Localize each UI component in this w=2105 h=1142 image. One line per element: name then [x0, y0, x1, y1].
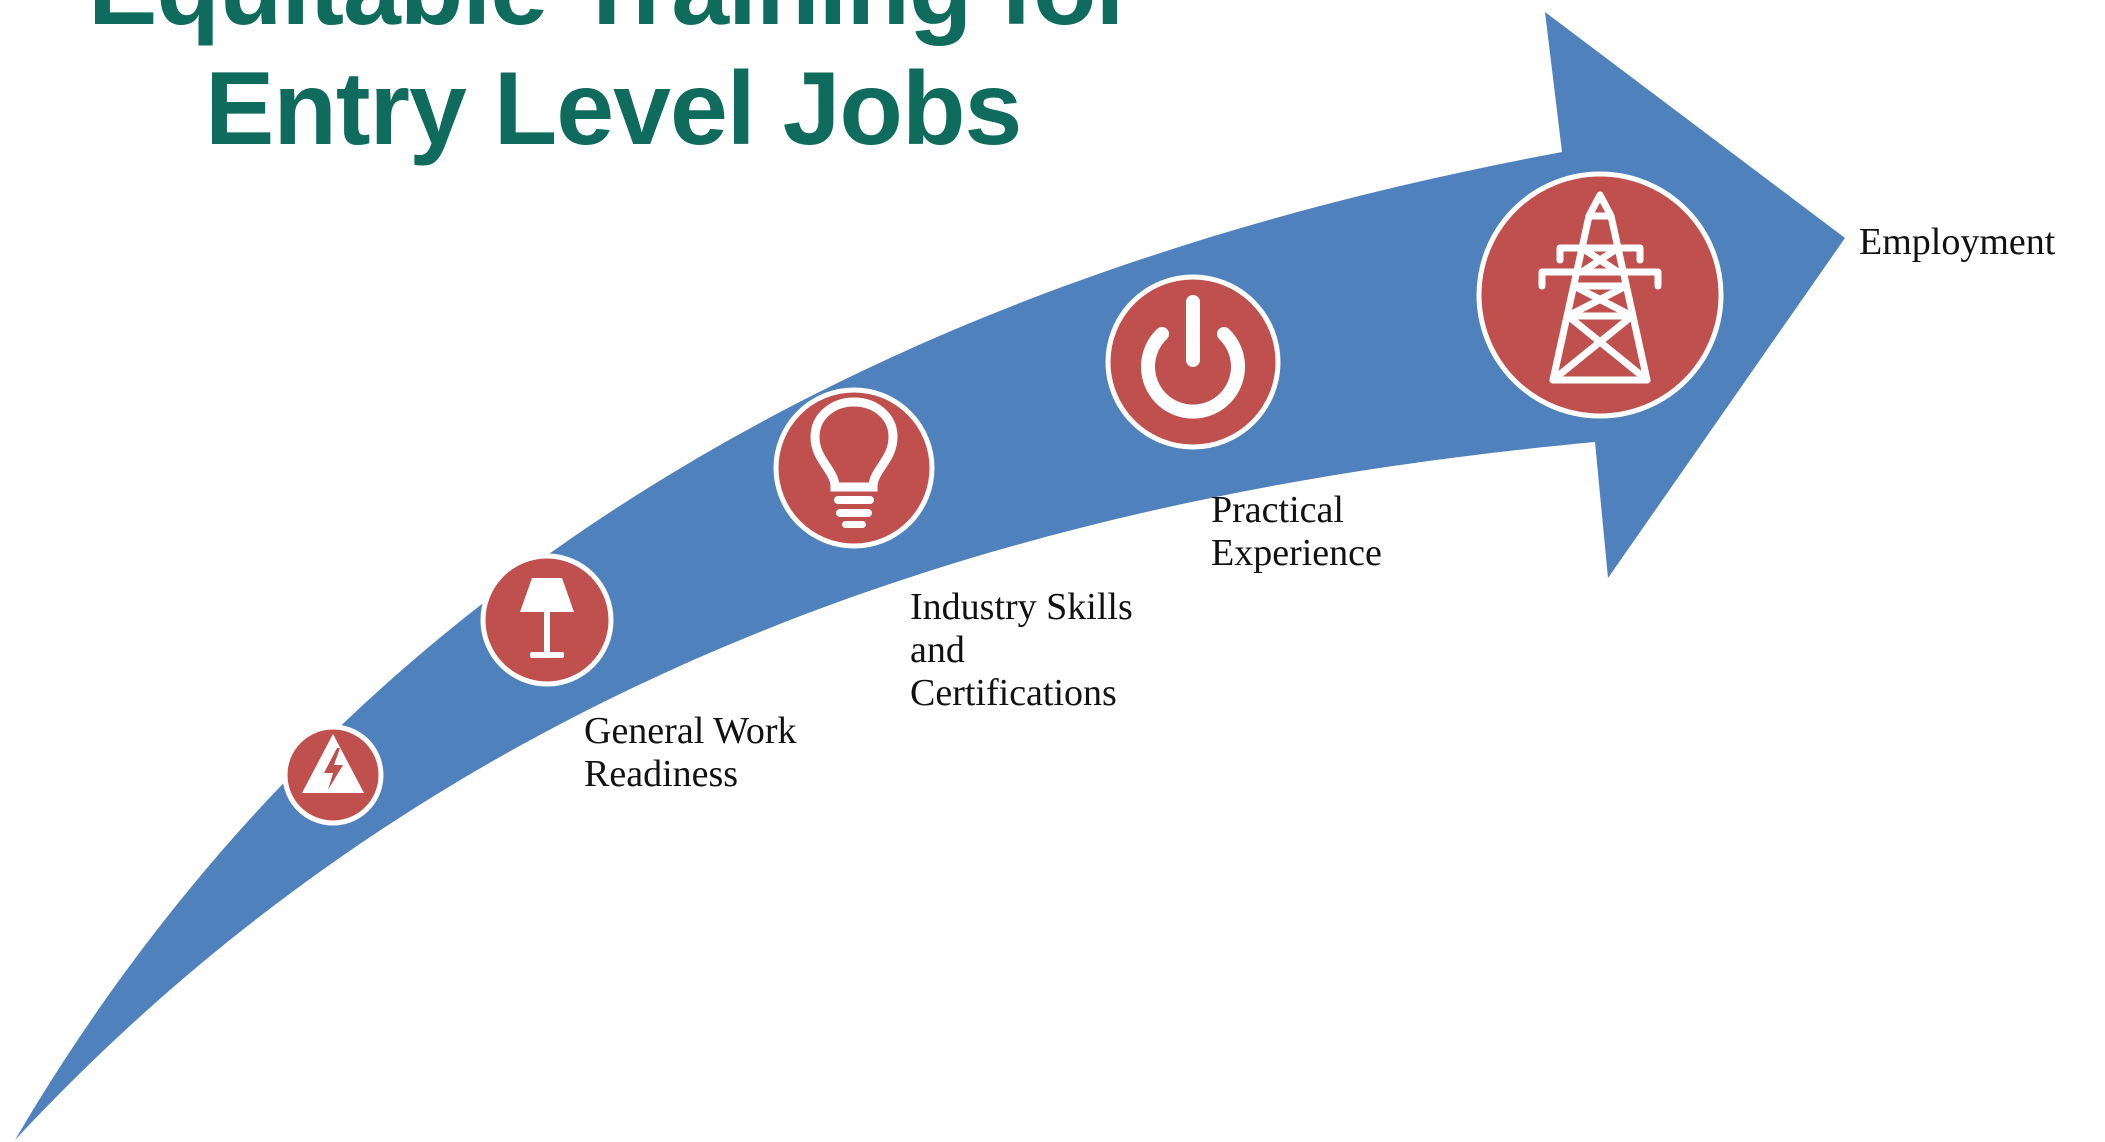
transmission-tower-icon — [1538, 191, 1662, 384]
progress-arrow — [15, 12, 1845, 1140]
step-circle — [1476, 171, 1724, 419]
power-icon — [1141, 295, 1245, 419]
step-label-line: Industry Skills — [910, 586, 1133, 628]
step-label-line: Experience — [1211, 532, 1382, 574]
step-label-line: Practical — [1211, 489, 1344, 531]
step-label-practical-experience: Practical Experience — [1211, 489, 1382, 575]
step-label-line: and — [910, 629, 965, 671]
step-node-2 — [480, 553, 614, 687]
step-node-4 — [1105, 274, 1281, 450]
step-node-5 — [1476, 171, 1724, 419]
diagram-title-line-1: Equitable Training for — [88, 0, 1136, 49]
warning-triangle-icon — [302, 734, 364, 793]
step-label-general-work-readiness: General Work Readiness — [584, 710, 797, 796]
diagram-title-line-2: Entry Level Jobs — [205, 51, 1022, 167]
lightbulb-icon — [810, 397, 898, 528]
step-node-3 — [773, 387, 935, 549]
step-node-1 — [282, 724, 384, 826]
step-label-line: Certifications — [910, 672, 1117, 714]
step-label-industry-skills: Industry Skills and Certifications — [910, 586, 1133, 715]
step-label-line: Readiness — [584, 753, 739, 795]
goal-label-employment: Employment — [1859, 221, 2055, 264]
goal-label-text: Employment — [1859, 221, 2056, 263]
floor-lamp-icon — [520, 578, 574, 658]
step-label-line: General Work — [584, 710, 797, 752]
